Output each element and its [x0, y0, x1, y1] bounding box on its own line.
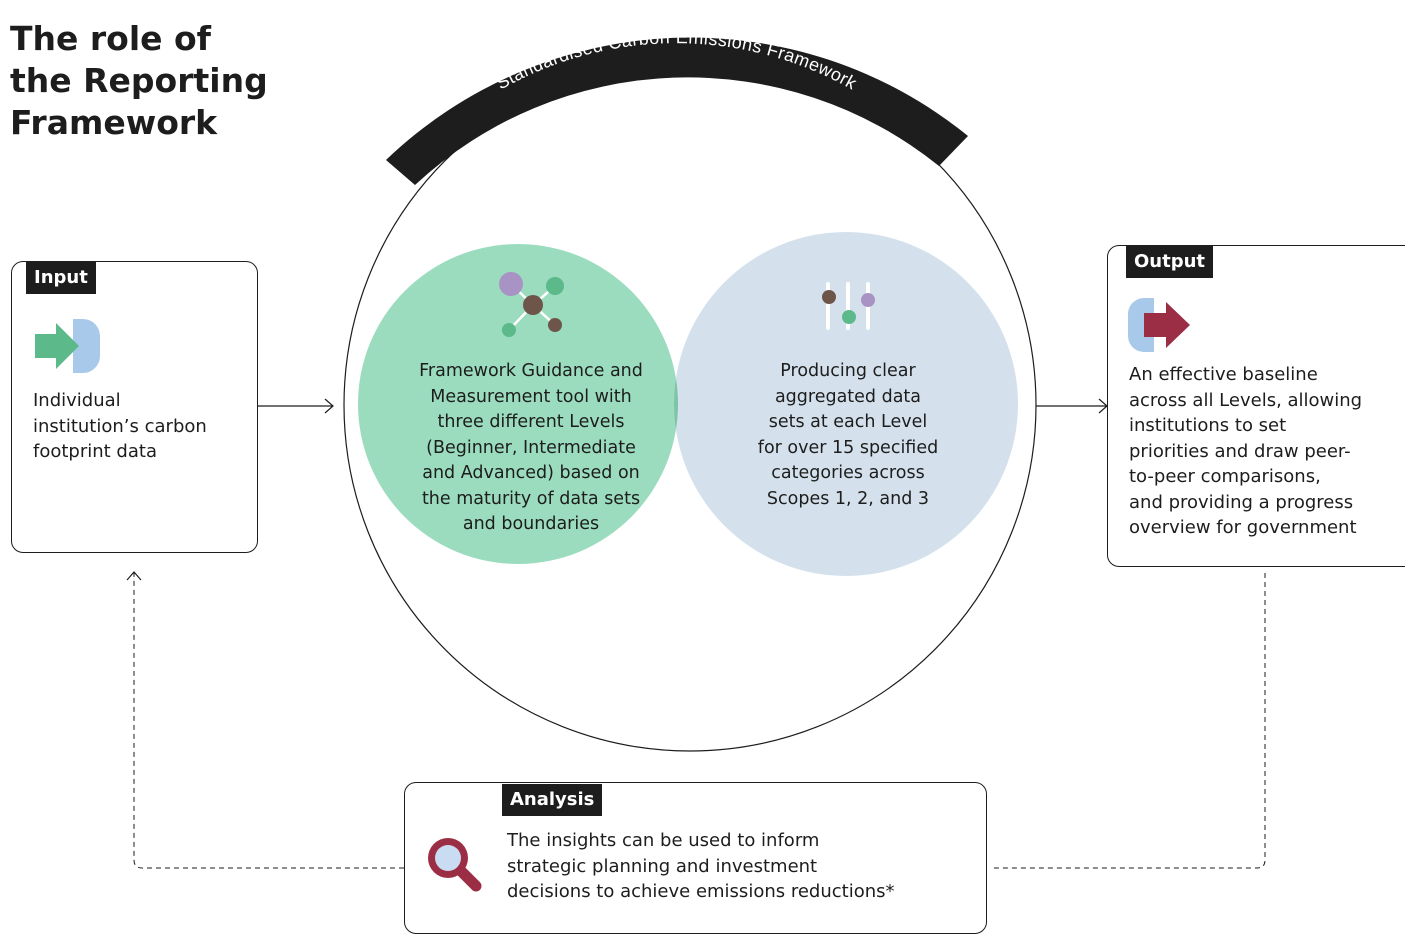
framework-arc-band — [386, 37, 968, 185]
output-description: An effective baseline across all Levels,… — [1129, 364, 1363, 538]
output-tag: Output — [1126, 246, 1214, 278]
feedback-output-to-analysis — [990, 573, 1266, 869]
network-nodes-icon — [499, 272, 564, 337]
analysis-box — [404, 782, 987, 934]
page-title: The role of the Reporting Framework — [10, 19, 268, 142]
arrow-into-shape-icon — [35, 319, 100, 373]
output-box — [1107, 245, 1405, 567]
analysis-tag: Analysis — [502, 784, 603, 816]
input-arrow-head — [324, 398, 334, 414]
venn-left-text: Framework Guidance and Measurement tool … — [419, 361, 643, 534]
magnifying-glass-icon — [428, 838, 482, 892]
input-box — [11, 261, 258, 553]
analysis-description: The insights can be used to inform strat… — [507, 830, 895, 902]
feedback-arrow-head — [126, 571, 142, 581]
input-description: Individual institution’s carbon footprin… — [33, 390, 207, 462]
framework-circle — [343, 58, 1037, 752]
feedback-analysis-to-input — [133, 573, 404, 869]
input-tag: Input — [26, 262, 96, 294]
arrow-out-of-shape-icon — [1128, 298, 1190, 352]
venn-left-circle — [358, 244, 678, 564]
venn-right-text: Producing clear aggregated data sets at … — [757, 361, 939, 509]
slider-controls-icon — [822, 282, 875, 330]
venn-right-circle — [674, 232, 1018, 576]
